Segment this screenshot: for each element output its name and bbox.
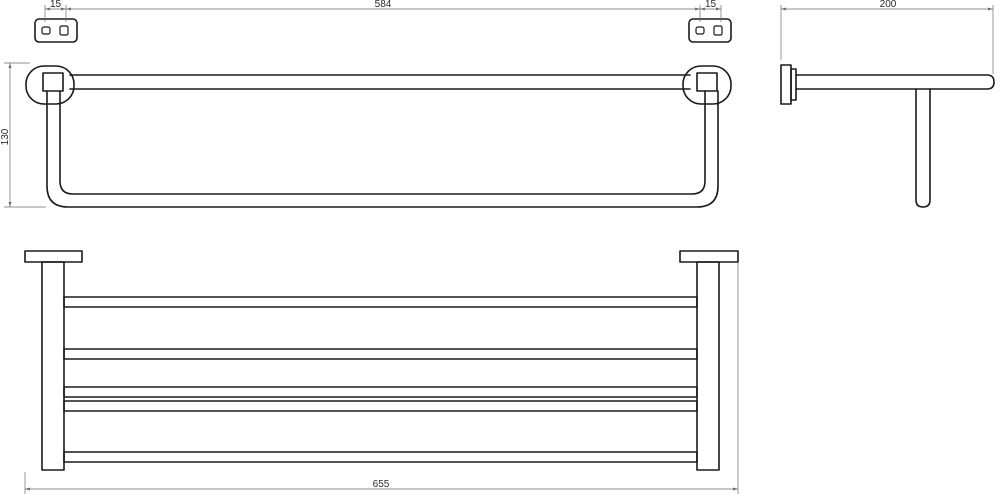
dimension-projection xyxy=(780,5,994,74)
dim-overall-length-label: 655 xyxy=(373,479,390,490)
top-view-mount-left xyxy=(34,18,78,43)
dim-projection-label: 200 xyxy=(880,0,897,10)
dim-bracket-spacing-label: 584 xyxy=(375,0,392,10)
dim-height-label: 130 xyxy=(0,128,11,145)
plan-view-shelf xyxy=(24,250,739,471)
dimension-height xyxy=(4,62,46,208)
top-view-mount-right xyxy=(688,18,732,43)
dim-right-mount-label: 15 xyxy=(705,0,717,10)
front-view-rail xyxy=(25,65,732,208)
dimension-top-chain xyxy=(44,5,722,22)
side-view xyxy=(780,64,995,208)
dim-left-mount-label: 15 xyxy=(50,0,62,10)
dimension-overall-length xyxy=(24,262,739,494)
